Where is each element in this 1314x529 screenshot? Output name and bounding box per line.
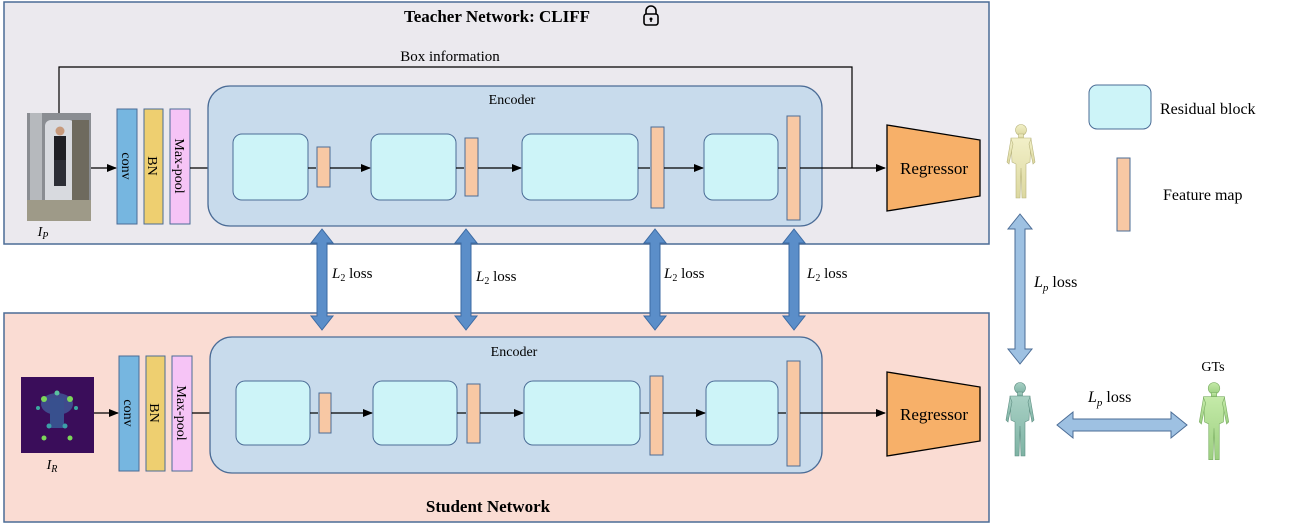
student-bn-label: BN: [146, 403, 161, 422]
student-input-label: IR: [46, 458, 58, 475]
teacher-feature-map-1: [316, 146, 331, 188]
teacher-network: Teacher Network: CLIFF Box information I…: [3, 1, 990, 245]
l2-loss-label-1: L2 loss: [331, 266, 373, 284]
student-encoder-label: Encoder: [491, 345, 538, 360]
student-regressor-label: Regressor: [900, 405, 968, 424]
student-residual-block-2: [372, 380, 458, 446]
teacher-feature-map-3: [650, 126, 665, 209]
lp-loss-vertical-arrow: [1006, 213, 1034, 365]
lock-icon: [643, 5, 659, 26]
teacher-residual-block-4: [703, 133, 779, 201]
lp-loss-horizontal-arrow: [1056, 410, 1188, 440]
teacher-residual-block-3: [521, 133, 639, 201]
teacher-maxpool-layer: [169, 108, 191, 225]
legend-residual-block-label: Residual block: [1160, 101, 1256, 118]
student-maxpool-label: Max-pool: [173, 385, 188, 440]
legend-residual-block-swatch: [1088, 84, 1152, 130]
teacher-output-mesh: [1006, 124, 1036, 199]
student-residual-block-4: [705, 380, 779, 446]
student-feature-map-2: [466, 383, 481, 444]
student-input-image: [21, 377, 94, 453]
student-conv-label: conv: [120, 399, 135, 426]
teacher-encoder-label: Encoder: [489, 93, 536, 108]
legend: Residual block Feature map: [1088, 84, 1256, 232]
student-output-mesh: [1005, 382, 1035, 457]
gts-label: GTs: [1201, 360, 1224, 375]
teacher-maxpool-label: Max-pool: [171, 138, 186, 193]
lp-loss-label-horizontal: Lp loss: [1087, 389, 1131, 409]
student-title: Student Network: [426, 497, 551, 516]
teacher-title: Teacher Network: CLIFF: [404, 7, 590, 26]
ground-truth-mesh: [1198, 381, 1230, 461]
l2-loss-label-2: L2 loss: [475, 269, 517, 287]
teacher-residual-block-2: [370, 133, 457, 201]
lp-loss-label-vertical: Lp loss: [1033, 274, 1077, 294]
teacher-feature-map-4: [786, 115, 801, 221]
legend-feature-map-swatch: [1116, 157, 1131, 232]
l2-loss-arrows: L2 loss L2 loss L2 loss L2 loss: [309, 228, 848, 331]
teacher-input-label: IP: [37, 225, 49, 242]
l2-loss-arrow-4: [781, 228, 807, 331]
box-information-line: [58, 66, 853, 168]
student-feature-map-4: [786, 360, 801, 467]
l2-loss-arrow-1: [309, 228, 335, 331]
student-regressor: [886, 371, 981, 457]
student-residual-block-3: [523, 380, 641, 446]
l2-loss-arrow-2: [453, 228, 479, 331]
teacher-feature-map-2: [464, 137, 479, 197]
teacher-residual-block-1: [232, 133, 309, 201]
student-bn-layer: [145, 355, 166, 472]
teacher-conv-layer: [116, 108, 138, 225]
student-network: Student Network IR conv BN Max-pool Enco…: [3, 312, 990, 523]
l2-loss-label-3: L2 loss: [663, 266, 705, 284]
teacher-regressor: [886, 124, 981, 212]
student-feature-map-1: [318, 392, 332, 434]
teacher-bn-layer: [143, 108, 164, 225]
student-conv-layer: [118, 355, 140, 472]
student-encoder: [209, 336, 823, 474]
l2-loss-arrow-3: [642, 228, 668, 331]
teacher-input-image: [27, 113, 91, 221]
teacher-encoder: [207, 85, 823, 227]
teacher-bn-label: BN: [144, 156, 159, 175]
student-residual-block-1: [235, 380, 311, 446]
l2-loss-label-4: L2 loss: [806, 266, 848, 284]
box-information-label: Box information: [400, 49, 500, 65]
teacher-conv-label: conv: [118, 152, 133, 179]
teacher-regressor-label: Regressor: [900, 159, 968, 178]
student-feature-map-3: [649, 375, 664, 456]
legend-feature-map-label: Feature map: [1163, 187, 1243, 204]
